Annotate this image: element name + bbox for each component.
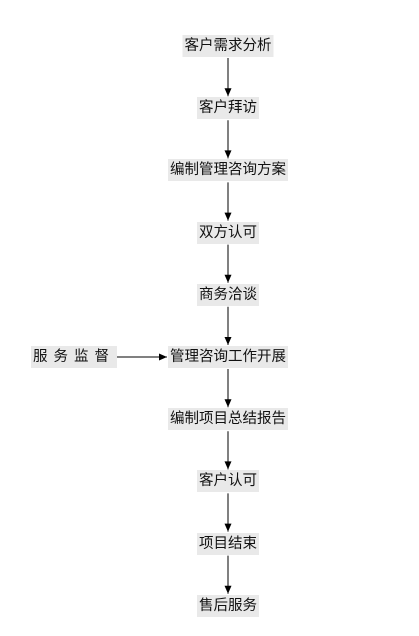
step-customer-needs-analysis: 客户需求分析 — [182, 35, 274, 57]
step-after-sales-service: 售后服务 — [197, 594, 259, 617]
flow-arrow-3 — [224, 182, 232, 221]
step-prepare-consulting-plan: 编制管理咨询方案 — [168, 159, 288, 182]
step-business-negotiation: 商务洽谈 — [197, 283, 259, 306]
side-input-arrow — [117, 353, 167, 361]
flow-arrow-5 — [224, 306, 232, 345]
flow-arrow-7 — [224, 431, 232, 470]
step-mutual-approval: 双方认可 — [197, 221, 259, 244]
flow-arrow-6 — [224, 369, 232, 408]
flow-arrow-9 — [224, 555, 232, 594]
step-project-summary-report: 编制项目总结报告 — [168, 408, 288, 431]
step-project-close: 项目结束 — [197, 532, 259, 555]
step-customer-approval: 客户认可 — [197, 470, 259, 493]
flow-arrow-1 — [224, 58, 232, 97]
step-consulting-work-execution: 管理咨询工作开展 — [168, 346, 288, 368]
flow-arrow-8 — [224, 493, 232, 532]
flow-arrow-2 — [224, 120, 232, 159]
step-customer-visit: 客户拜访 — [197, 97, 259, 120]
side-input-service-supervision: 服务监督 — [31, 346, 117, 368]
flow-arrow-4 — [224, 244, 232, 283]
